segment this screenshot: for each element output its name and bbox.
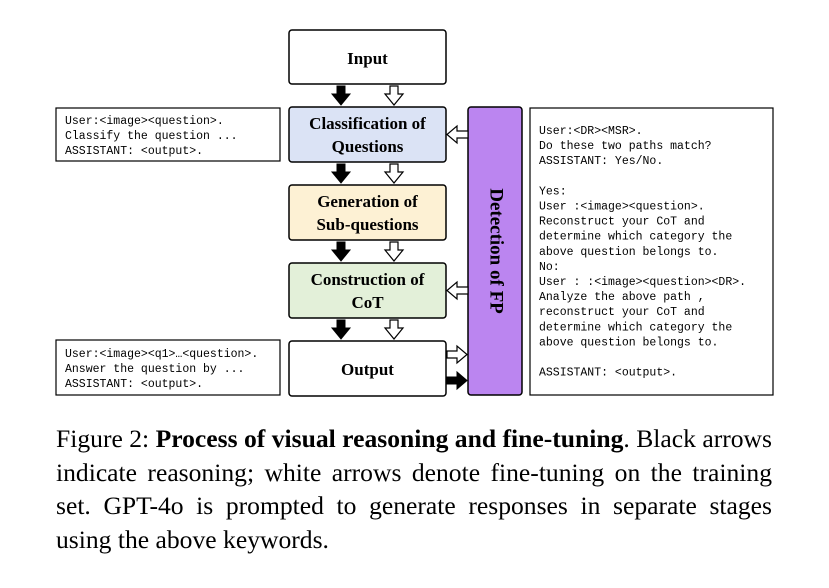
prompt-box-detection — [529, 107, 774, 396]
prompt-box-output — [55, 339, 281, 396]
output-node — [288, 340, 447, 397]
prompt-bottom-left-line3: ASSISTANT: <output>. — [65, 378, 203, 391]
prompt-right-line: Reconstruct your CoT and — [539, 216, 705, 229]
prompt-right-line: ASSISTANT: <output>. — [539, 367, 677, 380]
reasoning-arrow-4 — [331, 319, 351, 340]
input-node — [288, 29, 447, 85]
prompt-right-line: Do these two paths match? — [539, 140, 712, 153]
detection-node — [467, 106, 523, 396]
output-label: Output — [341, 360, 394, 379]
prompt-right-line: above question belongs to. — [539, 336, 718, 349]
prompt-bottom-left-line2: Answer the question by ... — [65, 363, 244, 376]
detection-label: Detection of FP — [486, 188, 507, 314]
prompt-top-left-line1: User:<image><question>. — [65, 115, 224, 128]
construction-label-line1: Construction of — [311, 270, 425, 289]
reasoning-arrow-2 — [331, 163, 351, 184]
classification-node — [288, 106, 447, 163]
classification-label-line2: Questions — [332, 137, 404, 156]
finetune-arrow-to-construction — [446, 280, 469, 301]
classification-label-line1: Classification of — [309, 114, 426, 133]
construction-label-line2: CoT — [351, 293, 384, 312]
prompt-right-line: determine which category the — [539, 231, 732, 244]
caption-bold-title: Process of visual reasoning and fine-tun… — [155, 424, 624, 453]
reasoning-arrow-1 — [331, 85, 351, 106]
prompt-right-line: User:<DR><MSR>. — [539, 125, 643, 138]
finetune-arrow-3 — [384, 241, 404, 262]
process-diagram: Input Classification of Questions Genera… — [55, 29, 774, 397]
figure-caption: Figure 2: Process of visual reasoning an… — [56, 422, 772, 556]
prompt-box-classification — [55, 107, 281, 162]
prompt-right-line: ASSISTANT: Yes/No. — [539, 155, 663, 168]
prompt-right-line: reconstruct your CoT and — [539, 306, 705, 319]
construction-node — [288, 262, 447, 319]
prompt-top-left-line3: ASSISTANT: <output>. — [65, 145, 203, 158]
generation-label-line2: Sub-questions — [316, 215, 418, 234]
reasoning-arrow-output-to-detection — [446, 370, 468, 391]
input-label: Input — [347, 49, 388, 68]
generation-node — [288, 184, 447, 241]
finetune-arrow-4 — [384, 319, 404, 340]
finetune-arrow-to-classification — [446, 124, 469, 145]
prompt-right-line: Analyze the above path , — [539, 291, 705, 304]
prompt-bottom-left-line1: User:<image><q1>…<question>. — [65, 348, 258, 361]
prompt-right-lines: User:<DR><MSR>. Do these two paths match?… — [539, 125, 746, 380]
prompt-right-line: Yes: — [539, 185, 567, 198]
prompt-top-left-line2: Classify the question ... — [65, 130, 238, 143]
caption-label: Figure 2: — [56, 424, 156, 453]
reasoning-arrow-3 — [331, 241, 351, 262]
prompt-right-line: User :<image><question>. — [539, 201, 705, 214]
prompt-right-line: No: — [539, 261, 560, 274]
prompt-right-line: User : :<image><question><DR>. — [539, 276, 746, 289]
finetune-arrow-output-to-detection — [446, 344, 468, 365]
finetune-arrow-1 — [384, 85, 404, 106]
caption-body: . Black arrows indicate reasoning; white… — [56, 424, 772, 554]
prompt-right-line: determine which category the — [539, 321, 732, 334]
finetune-arrow-2 — [384, 163, 404, 184]
generation-label-line1: Generation of — [317, 192, 418, 211]
prompt-right-line: above question belongs to. — [539, 246, 718, 259]
